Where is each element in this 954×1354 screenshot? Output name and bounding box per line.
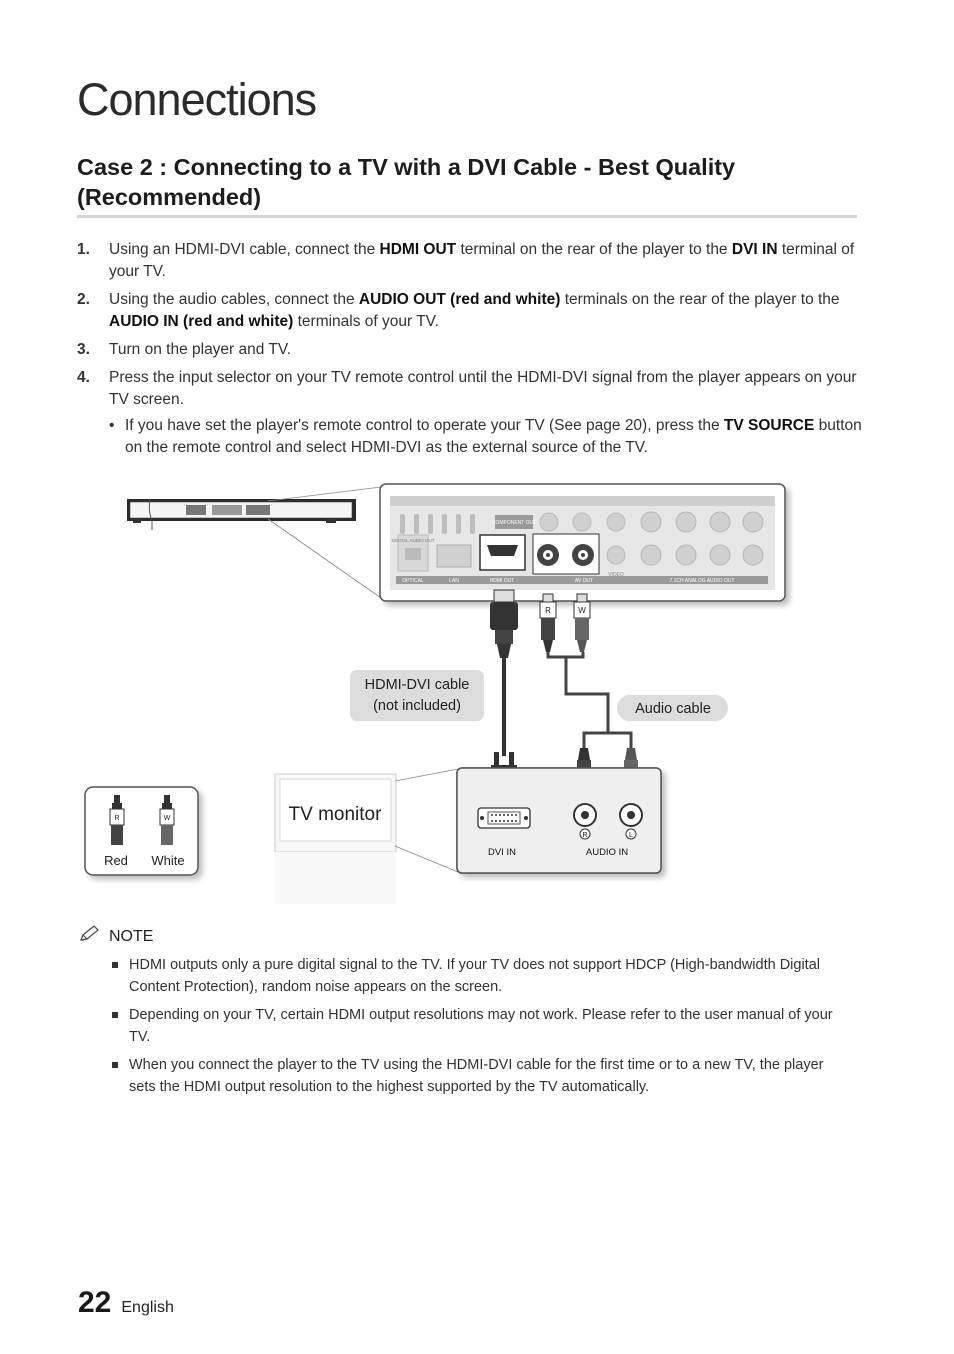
legend-red-label: Red xyxy=(104,853,128,868)
note-item: When you connect the player to the TV us… xyxy=(79,1054,849,1098)
plug-w-label: W xyxy=(578,606,586,615)
legend-white-label: White xyxy=(151,853,184,868)
step-term: AUDIO OUT (red and white) xyxy=(358,291,561,308)
step-text: Press the input selector on your TV remo… xyxy=(109,369,857,408)
tv-monitor-label: TV monitor xyxy=(289,804,383,825)
step-term: HDMI OUT xyxy=(379,241,457,258)
step-term: DVI IN xyxy=(731,241,778,258)
dvi-in-port xyxy=(477,807,531,829)
plug-r-label: R xyxy=(545,606,551,615)
video-label: VIDEO xyxy=(608,572,624,578)
step-number: 3. xyxy=(77,341,90,358)
hdmi-cable-label-line2: (not included) xyxy=(373,698,461,714)
case-heading-line1: Case 2 : Connecting to a TV with a DVI C… xyxy=(77,154,736,180)
audio-cable-label: Audio cable xyxy=(635,701,711,717)
step-2: 2. Using the audio cables, connect the A… xyxy=(77,289,867,333)
note-item-text: When you connect the player to the TV us… xyxy=(129,1057,824,1095)
audio-plug-red-top xyxy=(539,593,557,652)
analog-out-label: 7.1CH ANALOG AUDIO OUT xyxy=(669,578,734,584)
note-section: NOTE HDMI outputs only a pure digital si… xyxy=(79,925,849,1104)
audio-in-label: AUDIO IN xyxy=(586,847,628,858)
step-4-bullet: • If you have set the player's remote co… xyxy=(109,415,867,459)
legend-plug-red xyxy=(109,795,125,845)
note-header: NOTE xyxy=(79,925,849,948)
section-title: Connections xyxy=(77,74,317,125)
page-language: English xyxy=(121,1299,174,1316)
step-text: Using the audio cables, connect the xyxy=(109,291,359,308)
legend-plug-w: W xyxy=(164,815,171,822)
audio-in-jack-l xyxy=(619,803,643,840)
case-heading-line2: (Recommended) xyxy=(77,184,262,210)
audio-cable-callout: Audio cable xyxy=(617,695,728,721)
heading-rule xyxy=(77,215,857,218)
lan-label: LAN xyxy=(449,578,459,584)
step-number: 4. xyxy=(77,369,90,386)
jack-l-label: L xyxy=(629,832,633,839)
connection-diagram: COMPONENT OUT DIGITAL AUDIO OUT OPTICAL … xyxy=(84,483,786,904)
blu-ray-player xyxy=(127,499,356,530)
optical-label: OPTICAL xyxy=(402,578,424,584)
step-text: Using an HDMI-DVI cable, connect the xyxy=(109,241,380,258)
case-heading: Case 2 : Connecting to a TV with a DVI C… xyxy=(77,152,867,212)
pencil-icon xyxy=(79,925,101,948)
step-number: 1. xyxy=(77,241,90,258)
hdmi-cable-label-line1: HDMI-DVI cable xyxy=(365,677,470,693)
steps-list: 1. Using an HDMI-DVI cable, connect the … xyxy=(77,239,867,465)
step-4: 4. Press the input selector on your TV r… xyxy=(77,367,867,459)
step-text: terminals of your TV. xyxy=(293,313,439,330)
bullet-text: If you have set the player's remote cont… xyxy=(125,417,724,434)
hdmi-dvi-cable-callout: HDMI-DVI cable (not included) xyxy=(350,670,484,721)
digital-audio-out-label: DIGITAL AUDIO OUT xyxy=(391,538,434,543)
note-item: HDMI outputs only a pure digital signal … xyxy=(79,954,849,998)
note-item: Depending on your TV, certain HDMI outpu… xyxy=(79,1004,849,1048)
audio-in-jack-r xyxy=(573,803,597,840)
legend-plug-white xyxy=(159,795,175,845)
note-item-text: HDMI outputs only a pure digital signal … xyxy=(129,957,820,995)
hdmi-out-label: HDMI OUT xyxy=(490,578,515,584)
step-text: terminals on the rear of the player to t… xyxy=(560,291,840,308)
legend-plug-r: R xyxy=(114,815,119,822)
step-text: Turn on the player and TV. xyxy=(109,341,292,358)
step-number: 2. xyxy=(77,291,90,308)
av-out-label: AV OUT xyxy=(575,578,593,584)
audio-plug-white-top xyxy=(573,593,591,652)
component-out-label: COMPONENT OUT xyxy=(492,520,536,526)
step-text: terminal of your TV. xyxy=(109,241,855,280)
step-3: 3. Turn on the player and TV. xyxy=(77,339,867,361)
dvi-in-label: DVI IN xyxy=(488,847,516,858)
step-term: AUDIO IN (red and white) xyxy=(109,313,294,330)
step-1: 1. Using an HDMI-DVI cable, connect the … xyxy=(77,239,867,283)
bullet-dot: • xyxy=(109,417,115,434)
note-item-text: Depending on your TV, certain HDMI outpu… xyxy=(129,1007,833,1045)
page-footer: 22 English xyxy=(78,1286,174,1320)
bullet-term: TV SOURCE xyxy=(723,417,815,434)
step-text: terminal on the rear of the player to th… xyxy=(456,241,732,258)
note-title: NOTE xyxy=(109,927,154,945)
hdmi-plug xyxy=(490,589,518,658)
page-number: 22 xyxy=(78,1286,112,1319)
tv-monitor: TV monitor xyxy=(274,773,397,904)
bullet-text: button on the remote control and select … xyxy=(125,417,862,456)
jack-r-label: R xyxy=(582,832,587,839)
